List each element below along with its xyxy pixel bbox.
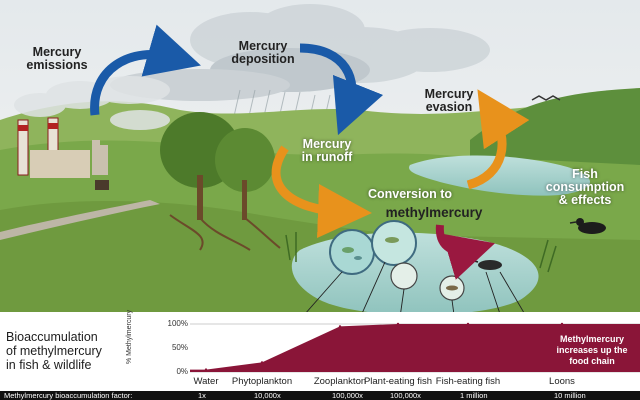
y-tick-2: 100% xyxy=(167,319,188,328)
bioaccumulation-factor-5: 10 million xyxy=(554,391,586,400)
road xyxy=(0,200,160,240)
bioaccumulation-factor-4: 1 million xyxy=(460,391,488,400)
factor-bar-label: Methylmercury bioaccumulation factor: xyxy=(4,391,133,400)
category-label-zooplankton: Zooplankton xyxy=(313,376,367,387)
mercury-runoff-label: Mercury in runoff xyxy=(301,137,353,164)
methylmercury-area xyxy=(190,324,640,372)
bioaccumulation-factor-3: 100,000x xyxy=(390,391,421,400)
mountain-right xyxy=(470,88,640,180)
mercury-emissions-label: Mercury emissions xyxy=(26,45,88,72)
lake xyxy=(409,155,590,196)
deposition-to-runoff-arrow xyxy=(299,43,384,136)
data-point-loons xyxy=(560,322,564,326)
flying-bird xyxy=(531,95,561,101)
reeds xyxy=(285,232,557,273)
trees xyxy=(160,112,281,251)
mercury-evasion-label: Mercury evasion xyxy=(424,87,474,114)
runoff-to-conversion-arrow xyxy=(271,145,372,238)
y-tick-1: 50% xyxy=(171,343,188,352)
mercury-deposition-label: Mercury deposition xyxy=(231,39,295,66)
bioaccumulation-area-chart xyxy=(190,322,640,373)
methylmercury-label: methylmercury xyxy=(385,205,483,220)
y-tick-0: 0% xyxy=(176,367,188,376)
data-point-zooplankton xyxy=(338,325,342,328)
data-point-fish-eating-fish xyxy=(466,322,470,326)
methylmercury-callout: Methylmercury increases up the food chai… xyxy=(556,334,628,366)
category-label-fish-eating-fish: Fish-eating fish xyxy=(435,376,501,387)
bioaccumulation-factor-2: 100,000x xyxy=(332,391,363,400)
landscape-illustration xyxy=(0,0,640,320)
bioaccumulation-title: Bioaccumulation of methylmercury in fish… xyxy=(6,330,102,372)
category-label-loons: Loons xyxy=(549,376,575,387)
plankton-magnifier-circles xyxy=(329,220,465,301)
bioaccumulation-factor-bar: Methylmercury bioaccumulation factor: 1x… xyxy=(0,391,640,400)
conversion-label: Conversion to xyxy=(367,187,453,201)
data-point-plant-eating-fish xyxy=(396,322,400,326)
bioaccumulation-factor-1: 10,000x xyxy=(254,391,281,400)
bioaccumulation-factor-0: 1x xyxy=(198,391,206,400)
conversion-to-evasion-arrow xyxy=(466,89,530,190)
category-label-water: Water xyxy=(193,376,219,387)
y-tick-labels: 0% 50% 100% xyxy=(150,316,188,380)
methylmercury-to-food-chain-arrow xyxy=(435,224,496,280)
power-plant xyxy=(17,117,109,190)
data-point-water xyxy=(204,368,208,371)
category-label-phytoplankton: Phytoplankton xyxy=(231,376,293,387)
emissions-to-deposition-arrow xyxy=(90,24,201,116)
category-label-plant-eating-fish: Plant-eating fish xyxy=(363,376,433,387)
data-point-phytoplankton xyxy=(260,361,264,364)
fish-consumption-label: Fish consumption & effects xyxy=(545,167,625,207)
